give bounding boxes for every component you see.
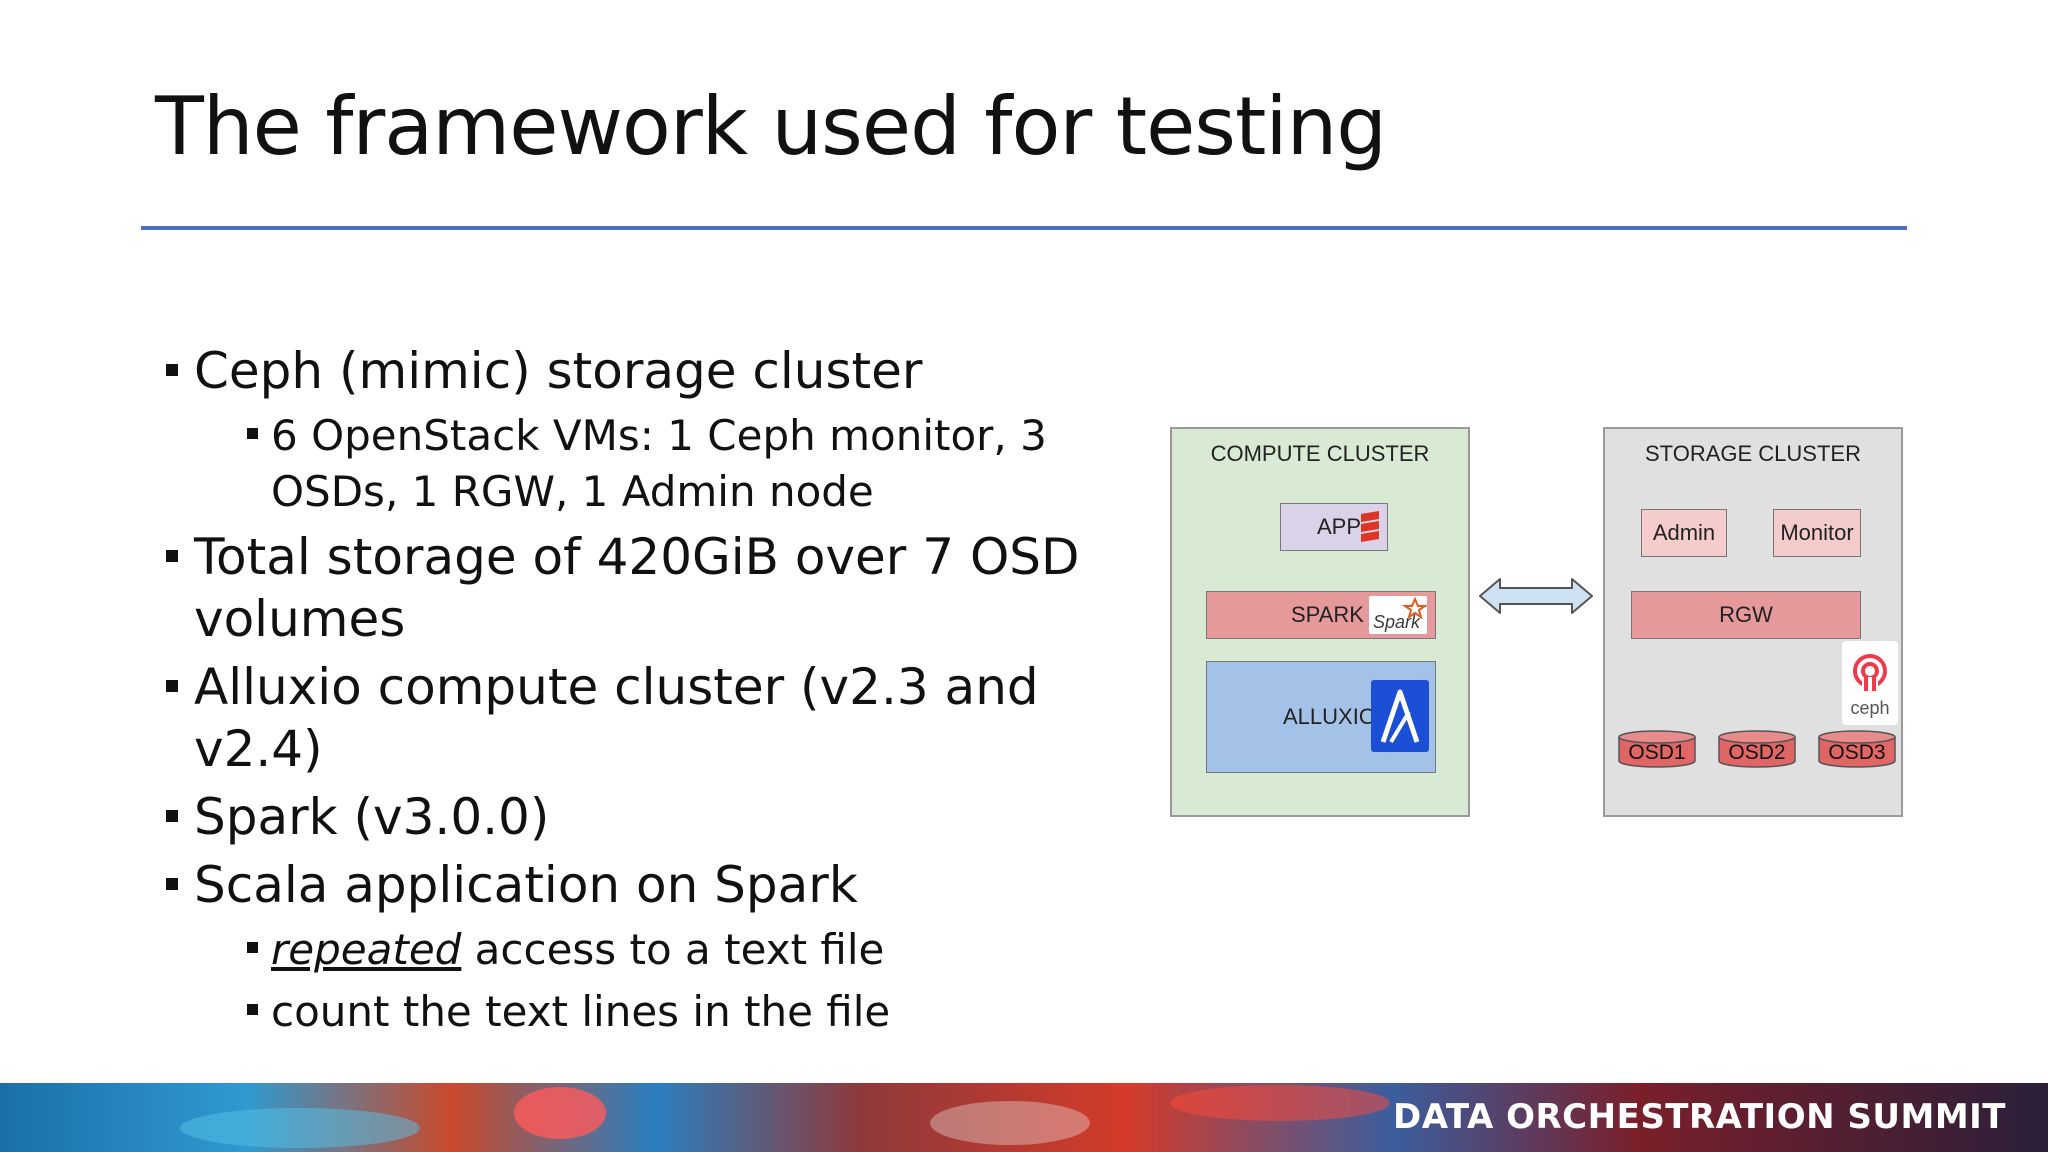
app-box: APP bbox=[1280, 503, 1388, 551]
footer-background-art bbox=[0, 1083, 2048, 1152]
spark-logo-icon: Spark bbox=[1369, 596, 1427, 634]
bullet-openstack-vms: 6 OpenStack VMs: 1 Ceph monitor, 3 OSDs,… bbox=[160, 408, 1160, 520]
slide-title: The framework used for testing bbox=[155, 80, 1387, 173]
spark-logo-text: Spark bbox=[1373, 612, 1421, 632]
bullet-ceph-cluster: Ceph (mimic) storage cluster bbox=[160, 340, 1160, 402]
storage-cluster-title: STORAGE CLUSTER bbox=[1645, 441, 1861, 466]
monitor-box: Monitor bbox=[1773, 509, 1861, 557]
bullet-alluxio-cluster: Alluxio compute cluster (v2.3 and v2.4) bbox=[160, 656, 1160, 780]
admin-box: Admin bbox=[1641, 509, 1727, 557]
bullet-spark-version: Spark (v3.0.0) bbox=[160, 786, 1160, 848]
bullet-square-icon bbox=[247, 428, 258, 439]
bullet-square-icon bbox=[166, 364, 178, 376]
bullet-total-storage: Total storage of 420GiB over 7 OSD volum… bbox=[160, 526, 1160, 650]
compute-cluster-title: COMPUTE CLUSTER bbox=[1210, 441, 1430, 466]
osd-1-label: OSD1 bbox=[1628, 741, 1686, 764]
spark-label: SPARK bbox=[1291, 602, 1364, 627]
ceph-logo-text: ceph bbox=[1850, 698, 1890, 718]
alluxio-logo-icon bbox=[1371, 680, 1429, 752]
scala-icon bbox=[1361, 511, 1379, 542]
bullet-list: Ceph (mimic) storage cluster 6 OpenStack… bbox=[160, 340, 1160, 1046]
alluxio-label: ALLUXIO bbox=[1283, 704, 1376, 729]
bullet-square-icon bbox=[247, 1004, 258, 1015]
bidirectional-arrow-icon bbox=[1479, 578, 1593, 614]
title-divider bbox=[141, 226, 1907, 230]
bullet-square-icon bbox=[247, 942, 258, 953]
bullet-square-icon bbox=[166, 810, 178, 822]
spark-box: SPARK Spark bbox=[1206, 591, 1436, 639]
app-label: APP bbox=[1317, 514, 1362, 539]
alluxio-box: ALLUXIO bbox=[1206, 661, 1436, 773]
monitor-label: Monitor bbox=[1780, 520, 1854, 545]
osd-3-disk: OSD3 bbox=[1817, 729, 1897, 769]
ceph-logo-icon: ceph bbox=[1842, 641, 1898, 725]
osd-2-disk: OSD2 bbox=[1717, 729, 1797, 769]
bullet-count-lines: count the text lines in the file bbox=[160, 984, 1160, 1040]
bullet-square-icon bbox=[166, 550, 178, 562]
osd-1-disk: OSD1 bbox=[1617, 729, 1697, 769]
osd-3-label: OSD3 bbox=[1828, 741, 1886, 764]
bullet-square-icon bbox=[166, 680, 178, 692]
rgw-label: RGW bbox=[1719, 602, 1773, 627]
bullet-scala-app: Scala application on Spark bbox=[160, 854, 1160, 916]
footer-title: DATA ORCHESTRATION SUMMIT bbox=[1393, 1097, 2006, 1137]
admin-label: Admin bbox=[1652, 520, 1716, 545]
compute-cluster-panel: COMPUTE CLUSTER APP SPARK Spark ALLUXIO bbox=[1170, 427, 1470, 817]
footer-banner: DATA ORCHESTRATION SUMMIT bbox=[0, 1083, 2048, 1152]
bullet-repeated-access: repeated access to a text file bbox=[160, 922, 1160, 978]
storage-cluster-panel: STORAGE CLUSTER Admin Monitor RGW ceph O… bbox=[1603, 427, 1903, 817]
rgw-box: RGW bbox=[1631, 591, 1861, 639]
bullet-square-icon bbox=[166, 878, 178, 890]
osd-2-label: OSD2 bbox=[1728, 741, 1786, 764]
